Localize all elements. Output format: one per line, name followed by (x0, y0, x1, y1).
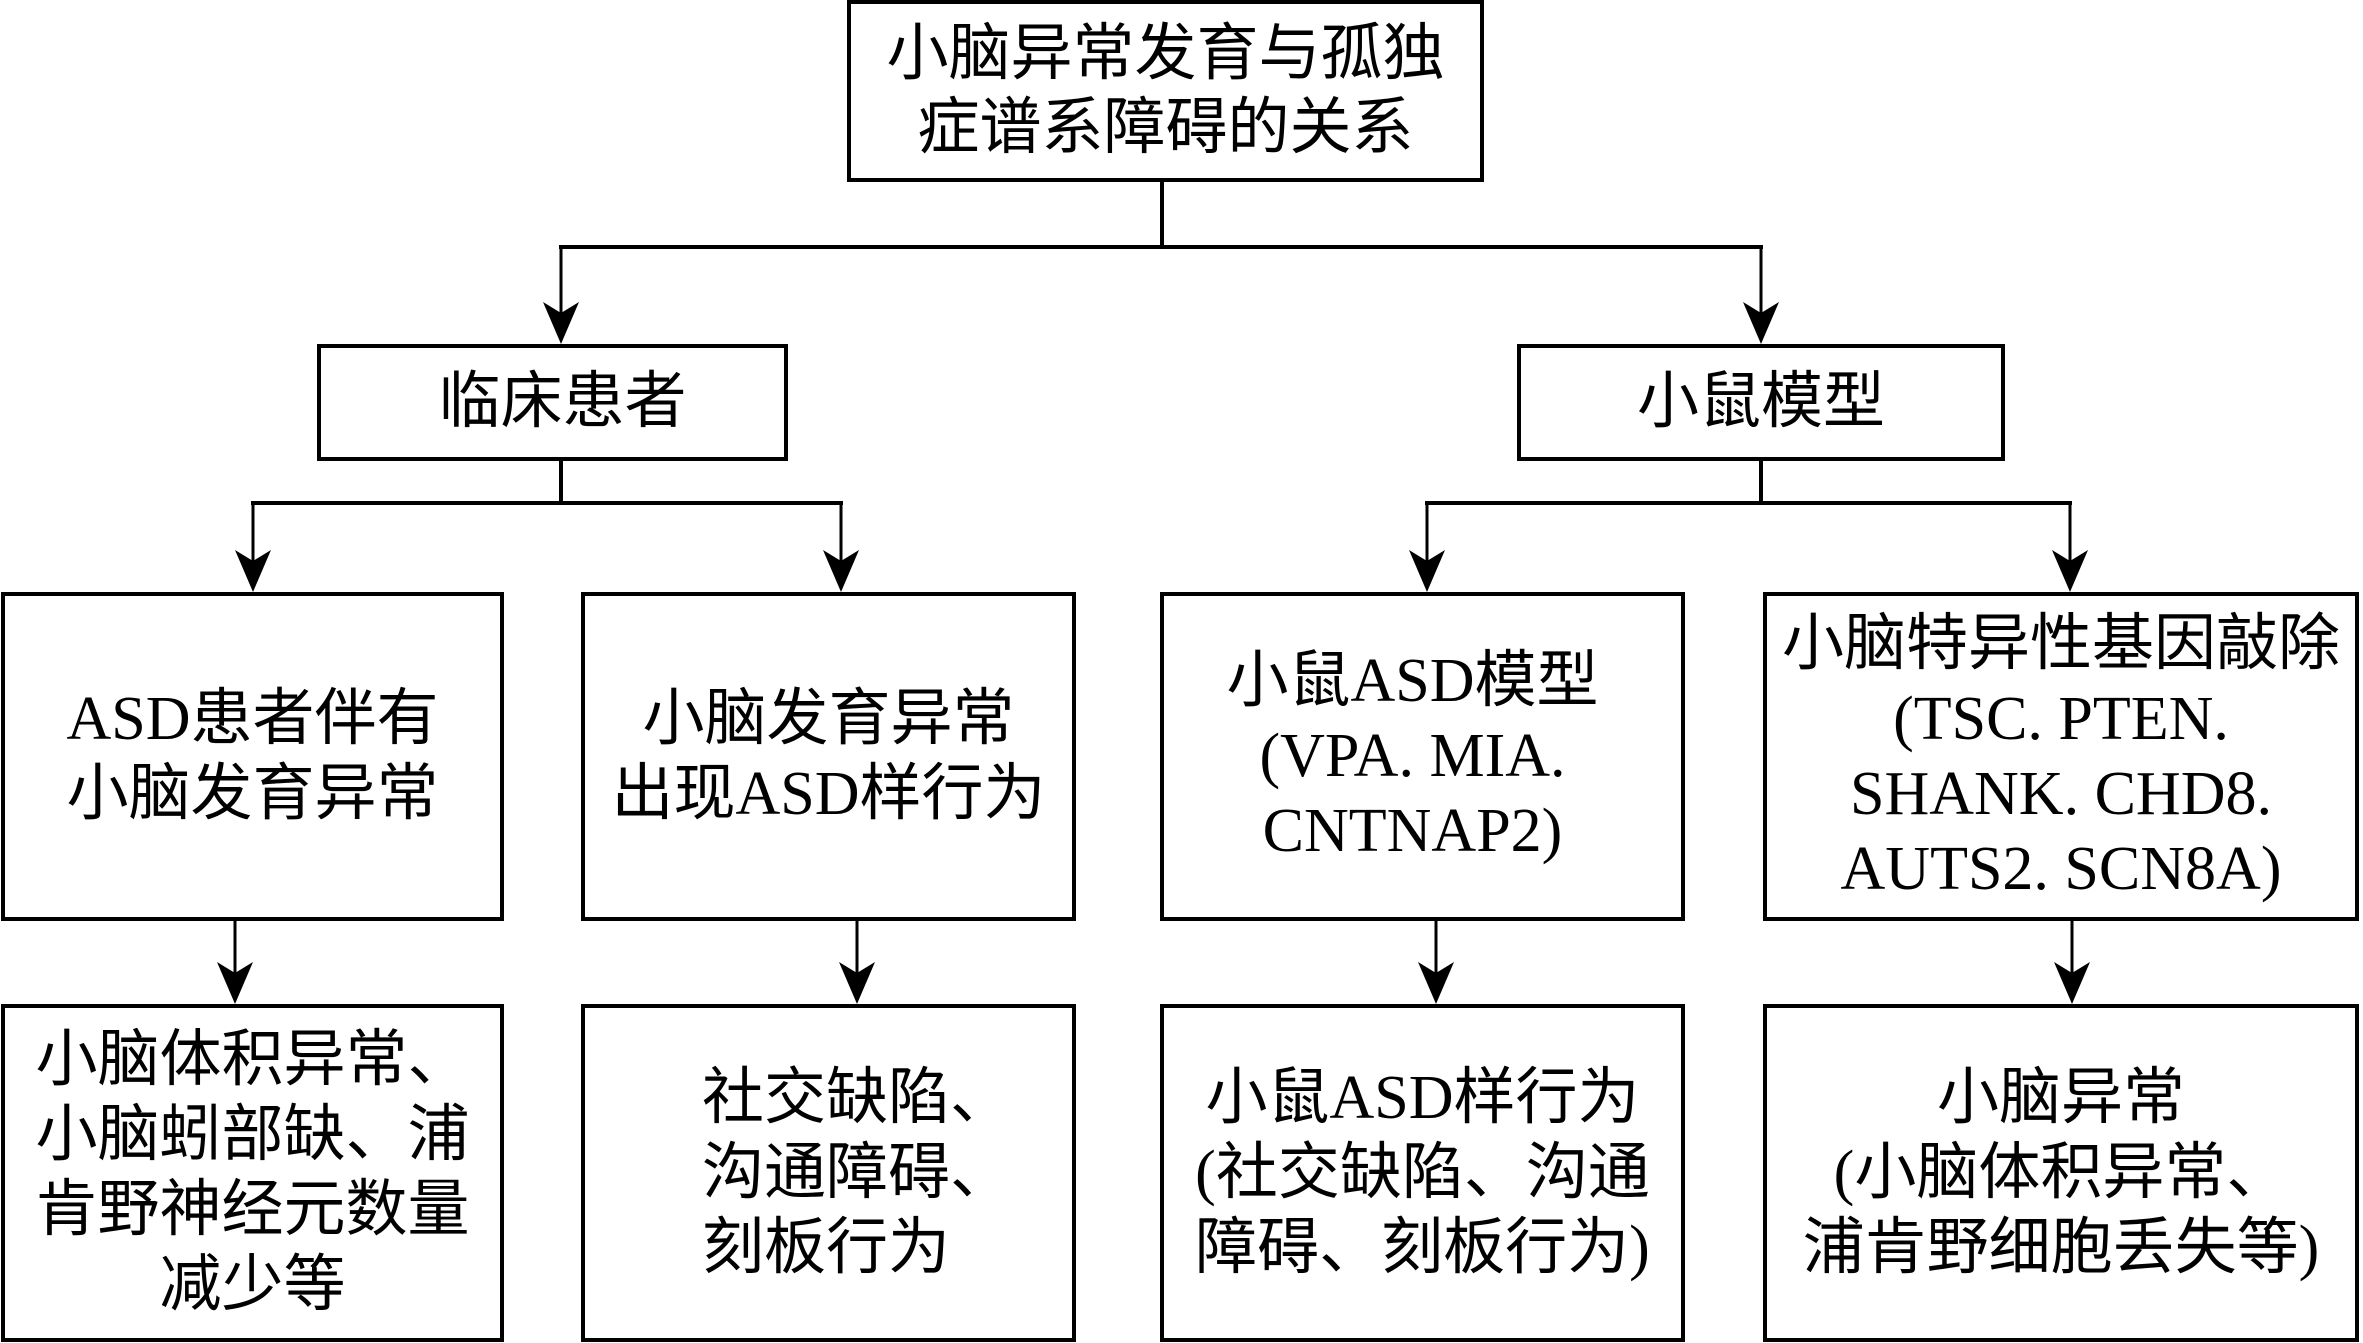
node-text-line: (TSC. PTEN. (1893, 684, 2229, 753)
arrowhead-icon (217, 962, 253, 1004)
root-node: 小脑异常发育与孤独 症谱系障碍的关系 (847, 0, 1484, 182)
node-cerebellum-specific-gene-knockout: 小脑特异性基因敲除 (TSC. PTEN. SHANK. CHD8. AUTS2… (1763, 592, 2359, 921)
branch-node-mouse-models: 小鼠模型 (1517, 344, 2005, 461)
arrowhead-icon (1418, 962, 1454, 1004)
node-text-line: 沟通障碍、 (702, 1138, 1013, 1207)
node-text-line: (社交缺陷、沟通 (1195, 1138, 1650, 1207)
node-text-line: 小脑蚓部缺、浦 (35, 1101, 470, 1169)
arrowhead-icon (543, 302, 579, 344)
outcome-node-cerebellar-abnormality: 小脑异常 (小脑体积异常、 浦肯野细胞丢失等) (1763, 1004, 2359, 1342)
node-text-line: 障碍、刻板行为) (1195, 1213, 1650, 1282)
branch-label: 临床患者 (438, 368, 687, 436)
node-text-line: ASD患者伴有 (66, 684, 439, 753)
node-text-line: 小脑发育异常 (66, 759, 439, 828)
outcome-node-asd-behaviors: 社交缺陷、 沟通障碍、 刻板行为 (581, 1004, 1076, 1342)
root-title-line: 症谱系障碍的关系 (917, 94, 1414, 162)
node-text-line: (小脑体积异常、 (1833, 1138, 2289, 1207)
node-text-line: 小脑特异性基因敲除 (1781, 609, 2340, 678)
node-text-line: 浦肯野细胞丢失等) (1802, 1213, 2320, 1282)
node-text-line: CNTNAP2) (1262, 797, 1563, 865)
node-text-line: 刻板行为 (702, 1213, 951, 1282)
node-text-line: 小脑体积异常、 (35, 1026, 470, 1094)
node-text-line: 小鼠ASD模型 (1226, 647, 1599, 715)
node-text-line: AUTS2. SCN8A) (1840, 834, 2282, 903)
node-text-line: 出现ASD样行为 (611, 759, 1046, 828)
branch-label: 小鼠模型 (1636, 368, 1885, 436)
node-asd-patients-cerebellar-abnormality: ASD患者伴有 小脑发育异常 (1, 592, 504, 921)
node-cerebellar-abnormality-asd-behavior: 小脑发育异常 出现ASD样行为 (581, 592, 1076, 921)
arrowhead-icon (823, 550, 859, 592)
arrowhead-icon (235, 550, 271, 592)
node-text-line: 小脑发育异常 (642, 684, 1015, 753)
branch-node-clinical-patients: 临床患者 (317, 344, 788, 461)
node-text-line: 小脑异常 (1936, 1063, 2185, 1132)
node-text-line: 小鼠ASD样行为 (1205, 1063, 1640, 1132)
outcome-node-mouse-asd-behaviors: 小鼠ASD样行为 (社交缺陷、沟通 障碍、刻板行为) (1160, 1004, 1685, 1342)
arrowhead-icon (839, 962, 875, 1004)
arrowhead-icon (2054, 962, 2090, 1004)
outcome-node-cerebellar-structural-defects: 小脑体积异常、 小脑蚓部缺、浦 肯野神经元数量 减少等 (1, 1004, 504, 1342)
root-title-line: 小脑异常发育与孤独 (886, 20, 1445, 88)
arrowhead-icon (2052, 550, 2088, 592)
node-text-line: SHANK. CHD8. (1850, 759, 2272, 828)
node-text-line: 社交缺陷、 (702, 1063, 1013, 1132)
arrowhead-icon (1409, 550, 1445, 592)
node-mouse-asd-models: 小鼠ASD模型 (VPA. MIA. CNTNAP2) (1160, 592, 1685, 921)
node-text-line: (VPA. MIA. (1259, 722, 1566, 790)
node-text-line: 肯野神经元数量 (35, 1176, 470, 1244)
arrowhead-icon (1743, 302, 1779, 344)
node-text-line: 减少等 (159, 1251, 346, 1319)
